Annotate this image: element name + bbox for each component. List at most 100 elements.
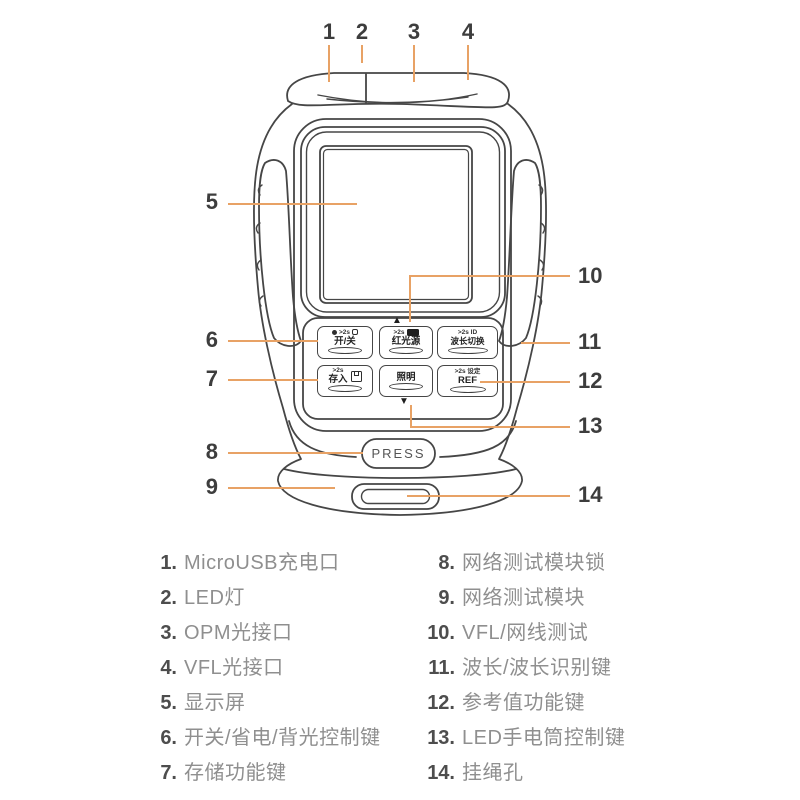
wavelength-key-label: 波长切换 bbox=[450, 336, 485, 346]
legend-item-6: 6. 开关/省电/背光控制键 bbox=[143, 721, 381, 756]
legend-number: 4. bbox=[160, 657, 177, 679]
light-key-label: 照明 bbox=[396, 372, 416, 383]
save-disk-icon bbox=[350, 370, 362, 382]
up-arrow-icon: ▲ bbox=[392, 315, 402, 326]
legend-item-1: 1. MicroUSB充电口 bbox=[143, 546, 381, 581]
legend-number: 6. bbox=[160, 727, 177, 749]
power-key-underline bbox=[328, 347, 362, 354]
light-key-underline bbox=[389, 383, 423, 390]
leader-line-6 bbox=[228, 340, 318, 342]
legend-right-column: 8. 网络测试模块锁 9. 网络测试模块 10. VFL/网线测试 11. 波长… bbox=[409, 546, 625, 791]
screen-bezel-inner bbox=[305, 131, 501, 313]
power-key: >2s 开/关 bbox=[317, 326, 373, 359]
ref-key-label: REF bbox=[458, 375, 477, 386]
leader-line-10-drop bbox=[409, 275, 411, 322]
legend-number: 1. bbox=[160, 552, 177, 574]
legend-number: 14. bbox=[427, 762, 455, 784]
legend-label: 挂绳孔 bbox=[462, 762, 524, 784]
wavelength-key-underline bbox=[447, 347, 488, 354]
legend-number: 11. bbox=[428, 657, 455, 679]
legend-left-column: 1. MicroUSB充电口 2. LED灯 3. OPM光接口 4. VFL光… bbox=[143, 546, 381, 791]
screen-bezel-outer bbox=[300, 126, 506, 318]
power-key-hint: >2s bbox=[331, 328, 359, 336]
leader-line-12 bbox=[480, 381, 570, 383]
wavelength-key-hint: >2s ID bbox=[458, 328, 477, 336]
legend-item-13: 13. LED手电筒控制键 bbox=[409, 721, 625, 756]
callout-number-10: 10 bbox=[578, 263, 603, 288]
legend-number: 2. bbox=[160, 587, 177, 609]
callout-number-6: 6 bbox=[205, 327, 218, 352]
legend-item-3: 3. OPM光接口 bbox=[143, 616, 381, 651]
press-recess-right bbox=[439, 420, 517, 458]
store-key: >2s 存入 bbox=[317, 365, 373, 397]
laser-key-label: 红光源 bbox=[391, 336, 421, 347]
legend-label: LED手电筒控制键 bbox=[462, 727, 626, 749]
callout-number-13: 13 bbox=[578, 413, 603, 438]
top-cap-slot bbox=[317, 93, 478, 104]
leader-line-14 bbox=[407, 495, 570, 497]
keypad-panel bbox=[302, 317, 504, 420]
laser-key-hint: >2s bbox=[393, 328, 419, 336]
legend-item-5: 5. 显示屏 bbox=[143, 686, 381, 721]
power-save-icon bbox=[352, 329, 359, 335]
power-key-hint-text: >2s bbox=[338, 328, 351, 336]
legend-item-11: 11. 波长/波长识别键 bbox=[409, 651, 625, 686]
legend-label: 显示屏 bbox=[184, 692, 246, 714]
leader-line-3 bbox=[413, 45, 415, 82]
leader-line-9 bbox=[228, 487, 335, 489]
light-key: 照明 bbox=[379, 365, 433, 397]
store-key-label: 存入 bbox=[328, 374, 348, 385]
store-key-content: >2s 存入 bbox=[328, 367, 362, 385]
legend-number: 13. bbox=[427, 727, 455, 749]
callout-number-7: 7 bbox=[205, 366, 218, 391]
legend-label: VFL光接口 bbox=[184, 657, 284, 679]
callout-number-12: 12 bbox=[578, 368, 603, 393]
ref-key-hint: >2s 设定 bbox=[454, 367, 481, 375]
legend-number: 10. bbox=[427, 622, 455, 644]
flash-mode-icon bbox=[406, 328, 419, 336]
leader-line-8 bbox=[228, 452, 363, 454]
device-body-outline bbox=[253, 103, 547, 516]
legend-label: 网络测试模块 bbox=[462, 587, 585, 609]
callout-number-3: 3 bbox=[407, 19, 421, 44]
ref-key-underline bbox=[449, 386, 486, 393]
leader-line-1 bbox=[328, 45, 330, 82]
leader-line-13-drop bbox=[410, 405, 412, 428]
legend-item-2: 2. LED灯 bbox=[143, 581, 381, 616]
callout-number-1: 1 bbox=[322, 19, 336, 44]
display-screen-inner bbox=[322, 148, 470, 301]
legend-label: LED灯 bbox=[184, 587, 245, 609]
legend-number: 7. bbox=[160, 762, 177, 784]
press-recess-left bbox=[288, 420, 357, 458]
laser-key-hint-text: >2s bbox=[393, 328, 405, 336]
legend-item-10: 10. VFL/网线测试 bbox=[409, 616, 625, 651]
legend-label: 参考值功能键 bbox=[462, 692, 585, 714]
legend-item-4: 4. VFL光接口 bbox=[143, 651, 381, 686]
legend-label: MicroUSB充电口 bbox=[184, 552, 340, 574]
backlight-sun-icon bbox=[331, 329, 337, 335]
legend-number: 9. bbox=[438, 587, 455, 609]
laser-key: >2s 红光源 bbox=[379, 326, 433, 359]
legend-item-7: 7. 存储功能键 bbox=[143, 756, 381, 791]
left-grip-notches bbox=[255, 184, 264, 307]
legend-label: VFL/网线测试 bbox=[462, 622, 589, 644]
power-key-label: 开/关 bbox=[334, 336, 356, 347]
callout-number-11: 11 bbox=[578, 329, 602, 354]
leader-line-10 bbox=[409, 275, 570, 277]
legend-label: 存储功能键 bbox=[184, 762, 287, 784]
network-module-seam bbox=[283, 468, 517, 479]
callout-number-4: 4 bbox=[461, 19, 475, 44]
down-arrow-icon: ▼ bbox=[399, 396, 409, 407]
legend-label: OPM光接口 bbox=[184, 622, 293, 644]
display-screen bbox=[319, 145, 473, 304]
wavelength-key: >2s ID 波长切换 bbox=[437, 326, 498, 359]
leader-line-7 bbox=[228, 379, 318, 381]
callout-number-8: 8 bbox=[205, 439, 218, 464]
callout-number-5: 5 bbox=[205, 189, 218, 214]
leader-line-4 bbox=[467, 45, 469, 80]
callout-number-2: 2 bbox=[355, 19, 369, 44]
legend-label: 开关/省电/背光控制键 bbox=[184, 727, 381, 749]
legend-item-12: 12. 参考值功能键 bbox=[409, 686, 625, 721]
legend-number: 5. bbox=[160, 692, 177, 714]
store-key-hint: >2s bbox=[332, 367, 344, 374]
